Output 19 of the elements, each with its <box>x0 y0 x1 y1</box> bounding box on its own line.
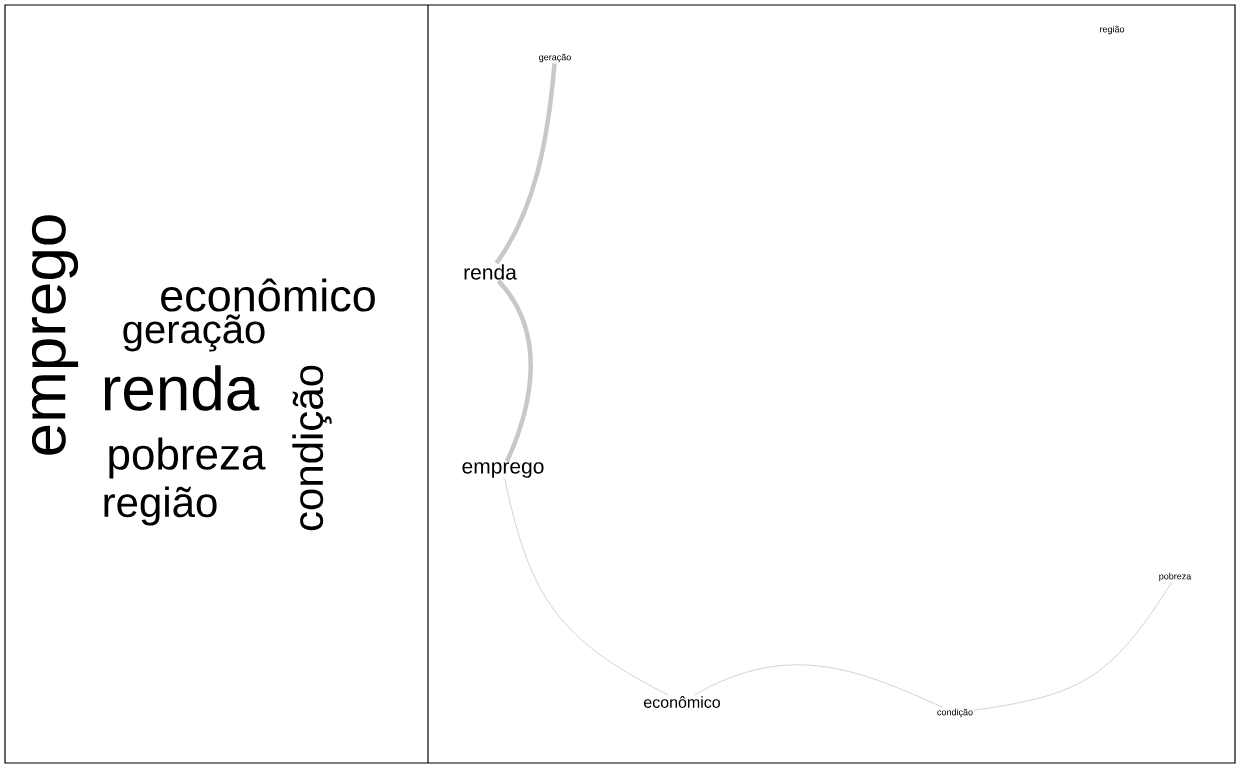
node-label: pobreza <box>1159 572 1192 582</box>
node-label: condição <box>937 708 973 718</box>
cloud-word: renda <box>104 365 260 411</box>
cloud-word: econômico <box>161 278 375 312</box>
edge-curve <box>494 63 557 265</box>
edge-curve <box>496 279 533 462</box>
node-label: renda <box>464 264 517 280</box>
cloud-word: condição <box>292 365 332 531</box>
node-label: geração <box>539 53 571 63</box>
cloud-word: pobreza <box>109 437 266 479</box>
edge-curve <box>973 582 1172 711</box>
edge-curve <box>504 478 669 696</box>
cloud-word: emprego <box>31 215 79 455</box>
node-label: emprego <box>462 462 544 478</box>
node-label: econômico <box>644 696 720 708</box>
cloud-word: geração <box>123 314 265 352</box>
cloud-word: região <box>104 486 217 526</box>
node-label: região <box>1100 25 1125 35</box>
edge-curve <box>694 664 944 708</box>
